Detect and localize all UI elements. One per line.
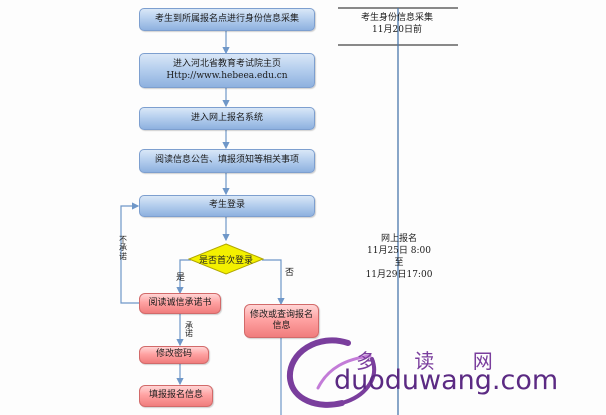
step-modify-query: 修改或查询报名 信息 bbox=[244, 304, 319, 338]
step-enter-system: 进入网上报名系统 bbox=[139, 107, 315, 130]
watermark-url: duoduwang.com bbox=[334, 365, 559, 396]
timeline-mid-label: 网上报名 11月25日 8:00 至 11月29日17:00 bbox=[365, 234, 433, 281]
watermark: 多 读 网 duoduwang.com bbox=[276, 333, 606, 415]
yes-branch-line bbox=[176, 259, 191, 295]
step-enter-site: 进入河北省教育考试院主页 Http://www.hebeea.edu.cn bbox=[139, 53, 315, 88]
step-login: 考生登录 bbox=[139, 195, 315, 217]
step-fill-info: 填报报名信息 bbox=[139, 385, 213, 407]
no-label: 否 bbox=[285, 268, 295, 278]
yes-label: 是 bbox=[176, 273, 186, 283]
commit-label: 承 诺 bbox=[185, 321, 193, 339]
step-change-password: 修改密码 bbox=[139, 346, 209, 364]
watermark-swirl-icon bbox=[286, 337, 376, 408]
not-commit-loop-line bbox=[120, 202, 140, 304]
first-login-diamond bbox=[188, 243, 264, 275]
watermark-chinese: 多 读 网 bbox=[356, 349, 509, 373]
step-read-notice: 阅读信息公告、填报须知等相关事项 bbox=[139, 149, 315, 173]
step-read-commitment: 阅读诚信承诺书 bbox=[139, 293, 221, 314]
timeline-top-label: 考生身份信息采集 11月20日前 bbox=[360, 13, 433, 36]
not-commit-label: 不 承 诺 bbox=[119, 235, 127, 261]
first-login-text: 是否首次登录 bbox=[198, 255, 253, 266]
no-branch-line bbox=[262, 259, 285, 306]
step-collect-id: 考生到所属报名点进行身份信息采集 bbox=[139, 8, 315, 31]
